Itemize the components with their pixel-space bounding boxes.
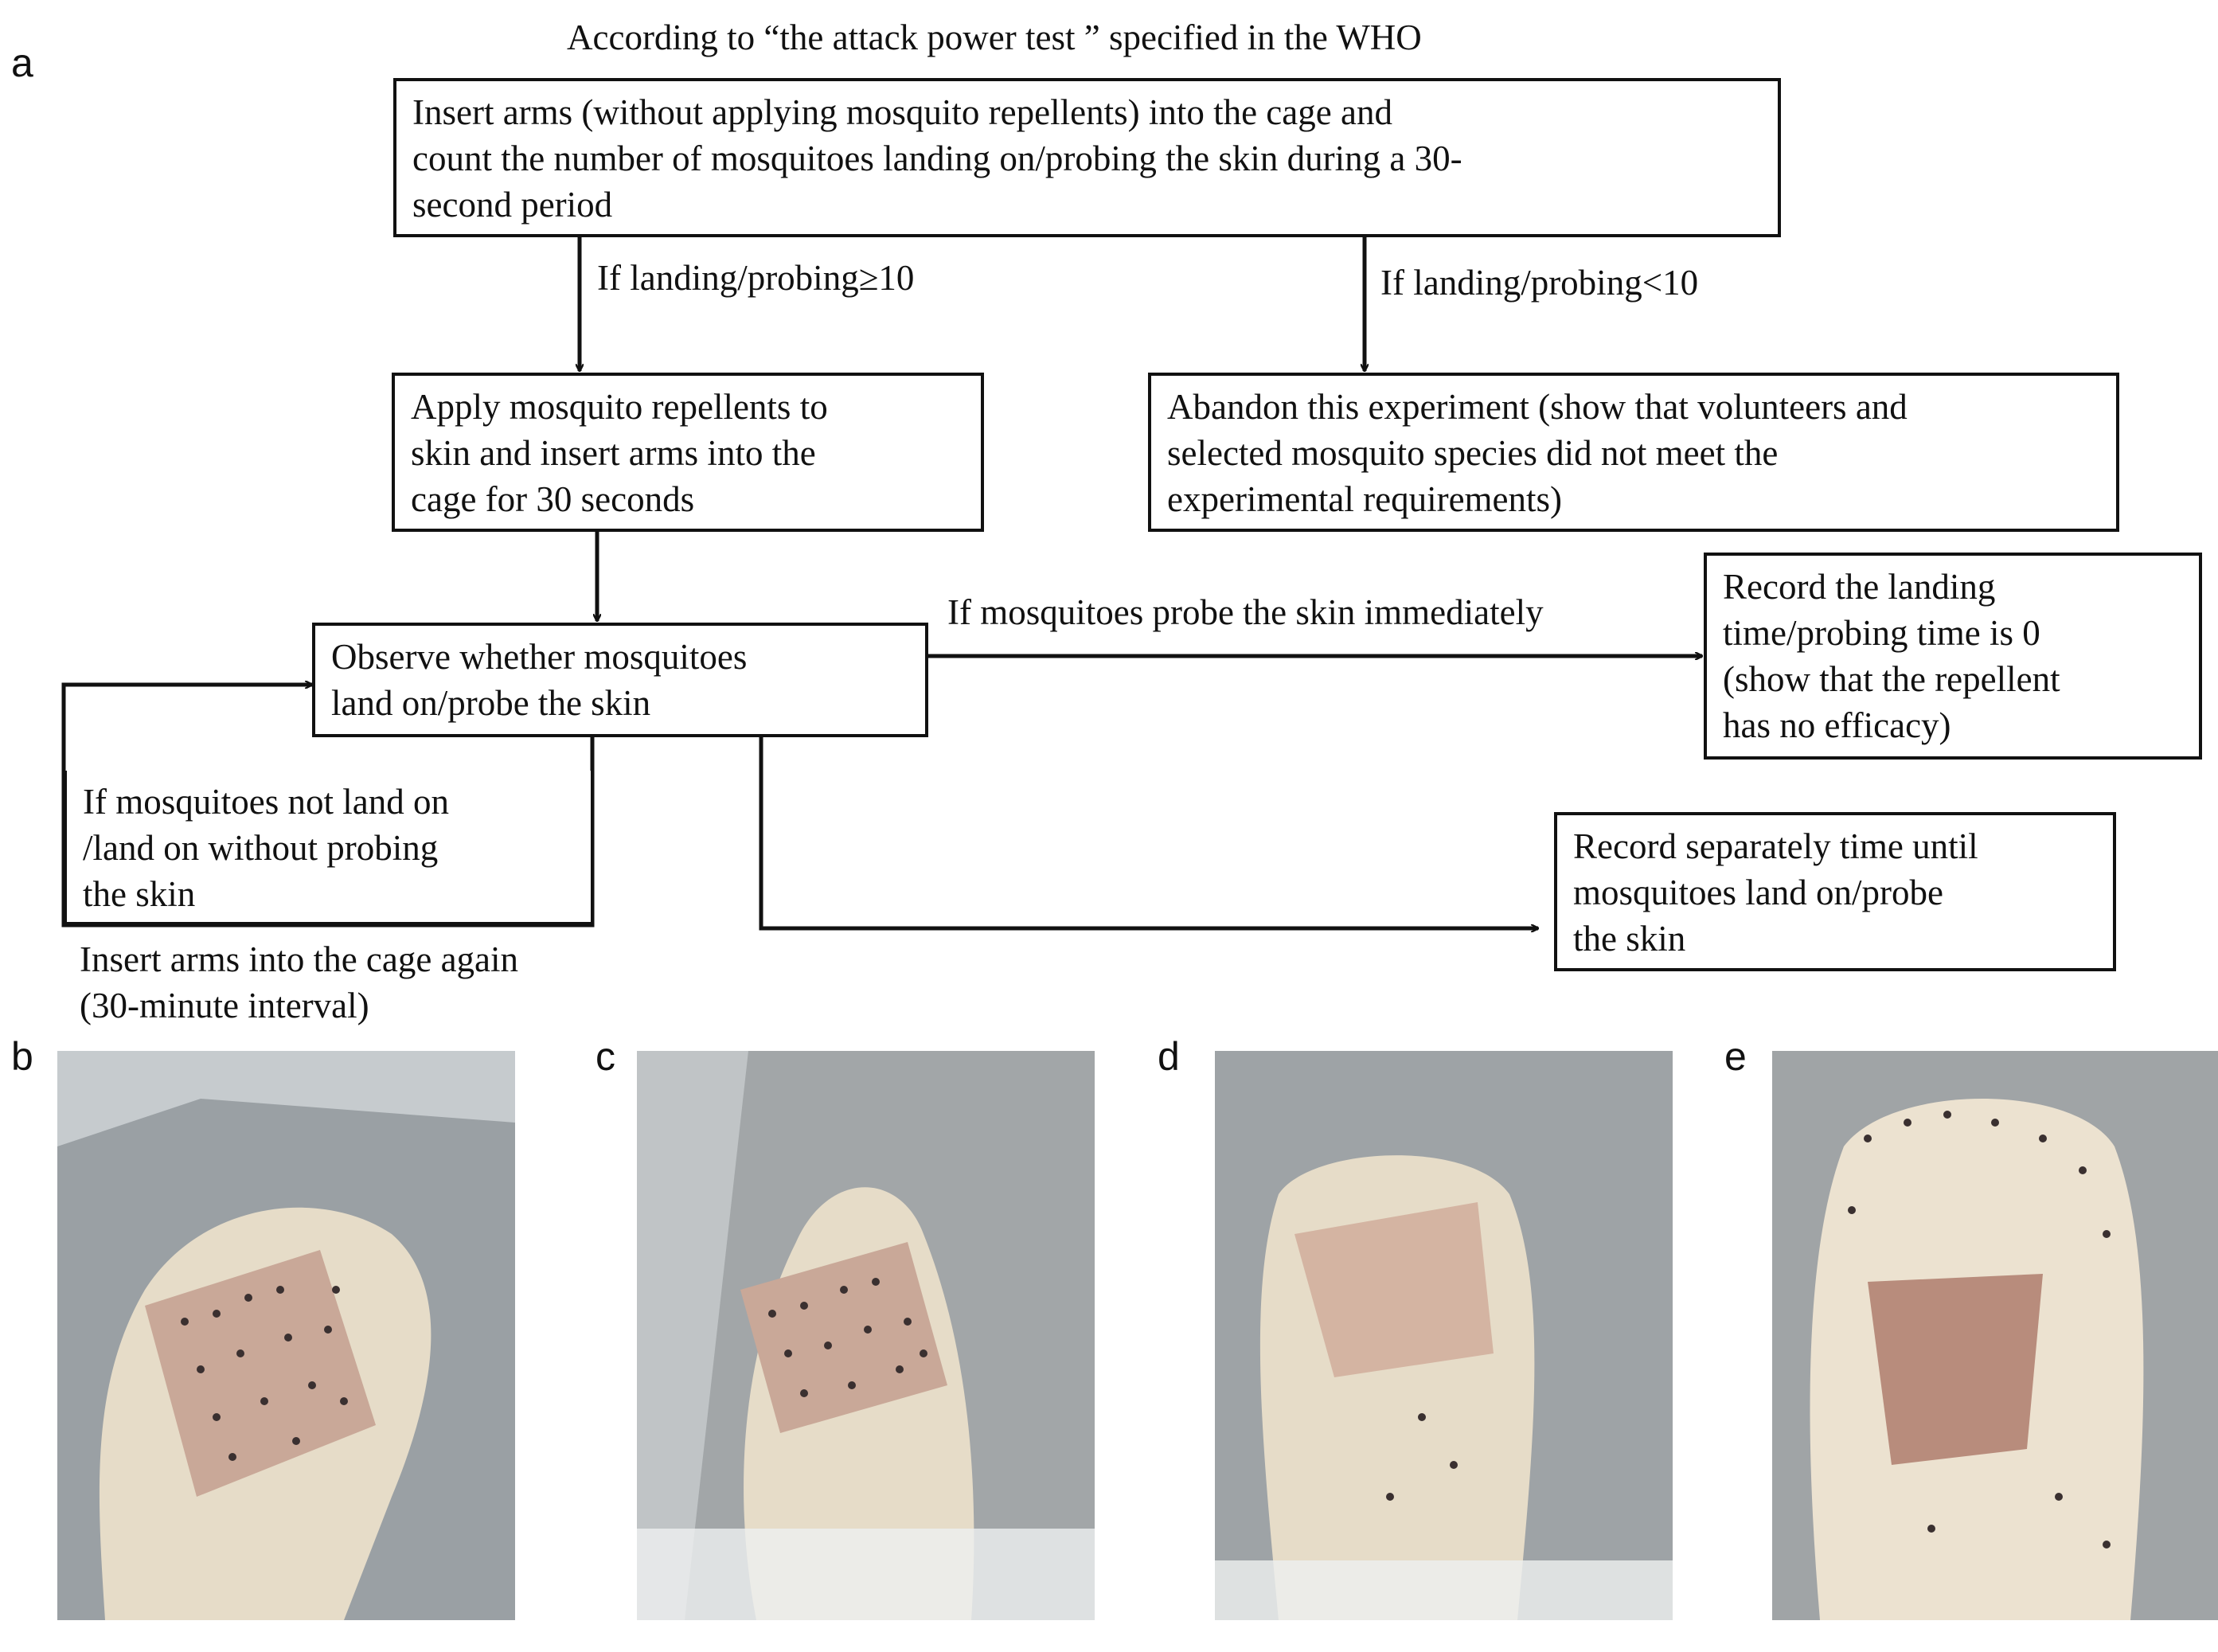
photo-d (1215, 1051, 1673, 1620)
panel-label-b: b (11, 1034, 33, 1079)
panel-label-c: c (596, 1034, 615, 1079)
photo-b (57, 1051, 515, 1620)
observe-box: Observe whether mosquitoes land on/probe… (312, 623, 928, 737)
panel-label-a: a (11, 41, 33, 85)
photo-c (637, 1051, 1095, 1620)
abandon-experiment-box: Abandon this experiment (show that volun… (1148, 373, 2119, 532)
not-land-box: If mosquitoes not land on /land on witho… (64, 771, 594, 925)
apply-repellent-box: Apply mosquito repellents to skin and in… (392, 373, 984, 532)
record-zero-box: Record the landing time/probing time is … (1704, 553, 2202, 760)
label-landing-ge10: If landing/probing≥10 (597, 258, 915, 298)
mosquitoes (181, 1286, 348, 1461)
label-insert-again: Insert arms into the cage again (30-minu… (80, 939, 519, 1025)
record-separately-box: Record separately time until mosquitoes … (1554, 812, 2116, 971)
photo-e (1772, 1051, 2218, 1620)
label-probe-immediately: If mosquitoes probe the skin immediately (947, 592, 1544, 632)
arrow-to-record-separately (759, 737, 1538, 928)
label-landing-lt10: If landing/probing<10 (1380, 263, 1699, 303)
panel-label-d: d (1158, 1034, 1180, 1079)
diagram-header: According to “the attack power test ” sp… (567, 18, 1422, 57)
panel-label-e: e (1724, 1034, 1747, 1079)
insert-arms-box: Insert arms (without applying mosquito r… (393, 78, 1781, 237)
